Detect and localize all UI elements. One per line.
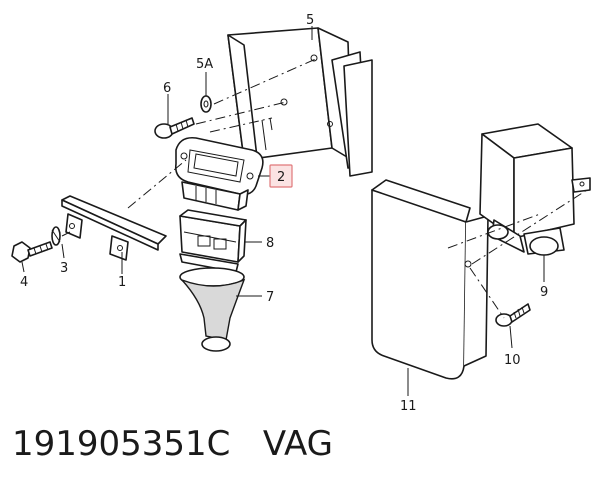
label-6: 6 [163, 81, 171, 96]
label-7: 7 [266, 290, 274, 305]
part-5a-washer [200, 95, 212, 113]
label-8: 8 [266, 236, 274, 251]
part-9-relay [479, 123, 591, 276]
label-4: 4 [20, 275, 28, 290]
part-number: 191905351C [12, 424, 231, 464]
highlight-box-part-2 [269, 164, 293, 188]
label-2[interactable]: 2 [277, 170, 285, 185]
part-6-screw [154, 117, 195, 139]
part-7-rubber-boot [179, 267, 246, 352]
label-1: 1 [118, 275, 126, 290]
part-8-connector-housing [179, 209, 247, 273]
leader-lines [21, 26, 545, 396]
label-5a: 5A [196, 57, 213, 72]
part-3-washer [51, 226, 61, 246]
label-11: 11 [400, 399, 417, 414]
label-3: 3 [60, 261, 68, 276]
assembly-axis-lines [61, 57, 591, 319]
part-1-mounting-strip [61, 195, 167, 261]
part-11-cover [371, 179, 489, 380]
brand-name: VAG [262, 424, 333, 464]
label-10: 10 [504, 353, 521, 368]
part-10-screw [495, 303, 531, 327]
part-4-bolt [11, 241, 53, 263]
part-2-connector-flange [174, 136, 264, 211]
part-5-bracket [227, 27, 373, 177]
label-5: 5 [306, 13, 314, 28]
label-9: 9 [540, 285, 548, 300]
part-number-caption: 191905351C VAG [12, 424, 333, 464]
